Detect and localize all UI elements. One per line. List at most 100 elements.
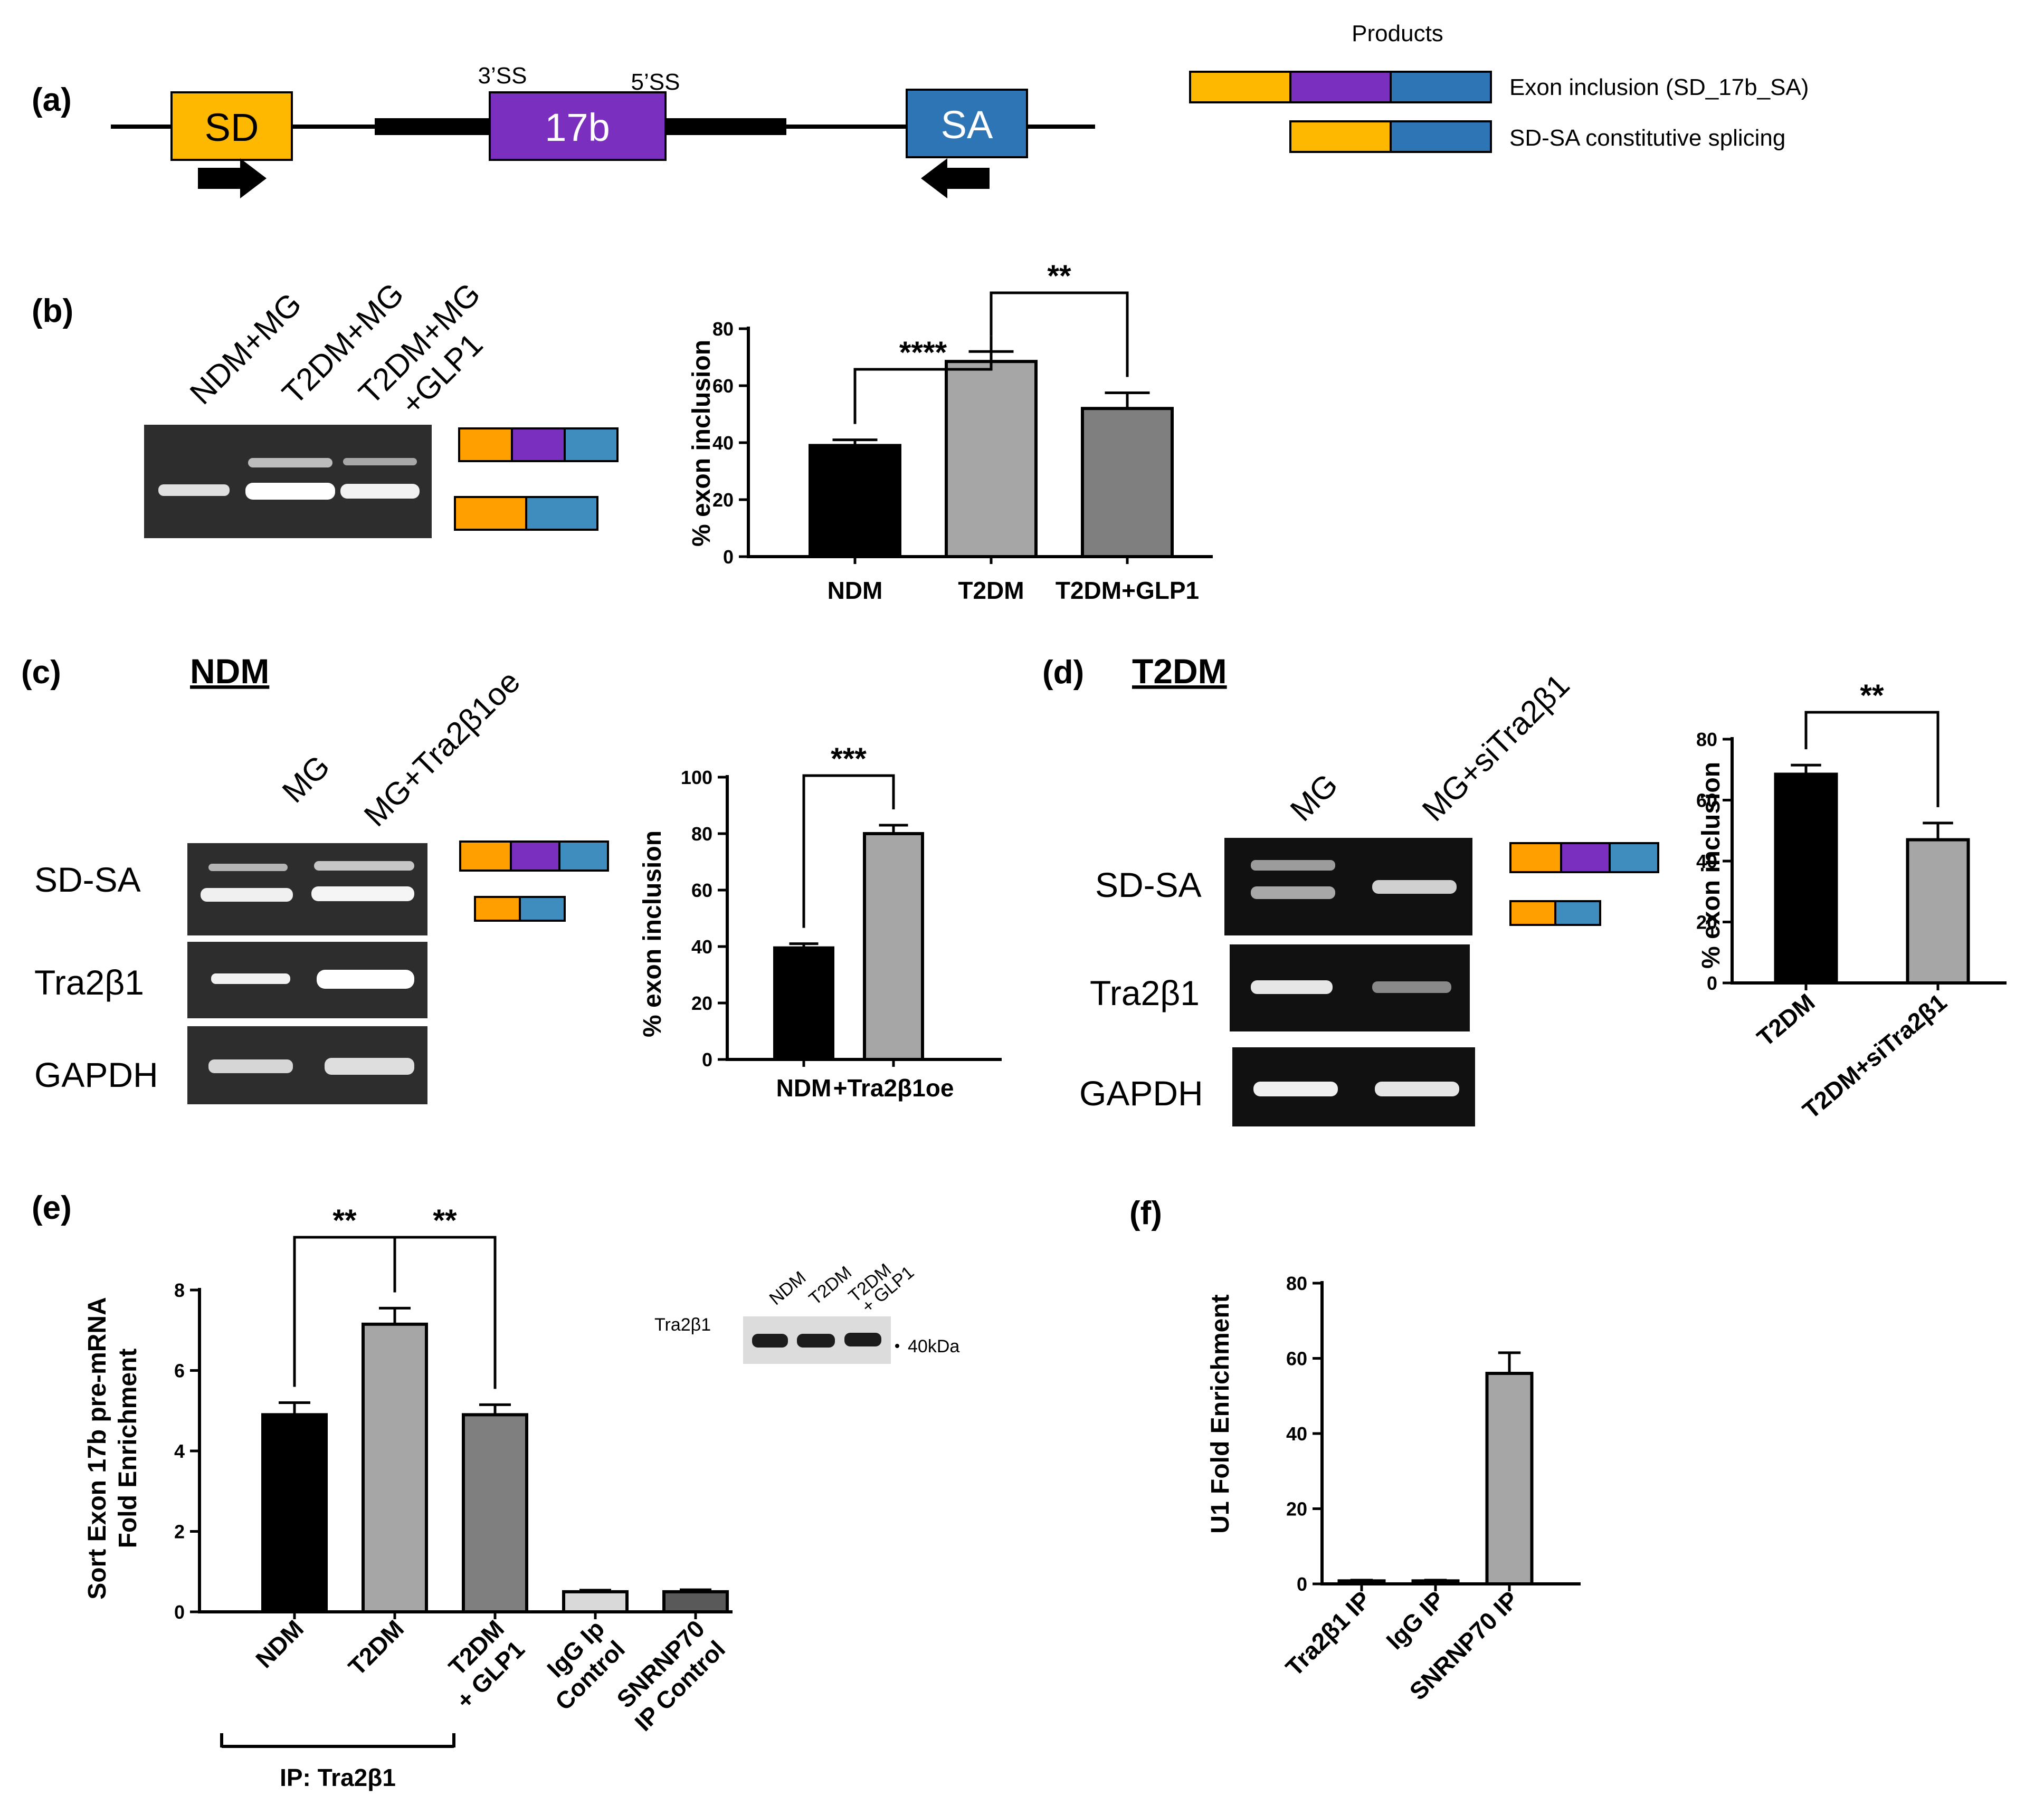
y-tick-label: 40 [1696,851,1717,872]
gel-b-band-t2dm-high [248,458,332,467]
gel-b-band-glp1-low [340,484,420,499]
ss5-label: 5’SS [631,69,680,95]
gel-c-band-gapdh-oe [325,1058,414,1075]
panel-d-group-title: T2DM [1132,652,1227,691]
panel-a: (a) SD 17b SA 3’SS 5’SS Products Exon in… [32,21,1809,198]
category-label: IgG IpControl [529,1615,630,1715]
y-axis-label: % exon inclusion [1697,762,1725,969]
y-axis-label: Fold Enrichment [114,1349,142,1549]
gel-b-legend-con-sa [525,496,598,531]
gel-b-band-glp1-high [343,458,417,465]
panel-c-group-title: NDM [190,652,269,691]
gel-d-legend-inc-sd [1509,842,1562,873]
category-label: SNRNP70IP Control [609,1615,730,1736]
gel-c-legend-inc-sd [459,840,512,872]
gel-c-row-tra2: Tra2β1 [34,963,144,1002]
gel-c-legend-inc-sa [558,840,609,872]
category-label: NDM [776,1074,832,1102]
bar [362,1322,428,1613]
gel-c-band-mg-high [208,864,288,871]
y-tick-label: 0 [174,1601,185,1623]
product-constitutive-sa [1390,120,1492,153]
exon-sa-box [906,89,1028,158]
category-label: T2DM+ GLP1 [430,1615,530,1714]
significance-label: ** [433,1203,457,1238]
bar [662,1590,729,1613]
blot-band-ndm [752,1334,788,1348]
gel-c-band-gapdh-mg [208,1059,293,1073]
category-label: NDM [828,577,883,604]
gel-d-legend-con-sa [1554,900,1601,926]
significance-label: *** [831,742,867,776]
panel-e-label: (e) [32,1190,72,1226]
significance-bracket [990,291,1129,377]
y-tick-label: 20 [712,489,734,511]
bar [1906,838,1970,985]
ss3-label: 3’SS [478,63,527,89]
gel-d-legend-inc-17b [1560,842,1611,873]
gel-c-legend-inc-17b [510,840,560,872]
panel-b-label: (b) [32,293,73,329]
panel-d: (d) T2DM MG MG+siTra2β1 SD-SA Tra2β1 GAP… [1042,652,2007,1126]
gel-b-legend-inc-17b [511,427,566,462]
blot-marker-label: 40kDa [908,1336,959,1356]
category-label-line: T2DM [343,1615,409,1680]
lane-c-mg-tra2oe: MG+Tra2β1oe [357,664,527,833]
y-tick-label: 20 [1286,1498,1307,1520]
panel-d-label: (d) [1042,654,1084,691]
bar [562,1590,629,1613]
significance-bracket [853,336,993,424]
significance-label: **** [899,336,947,370]
blot-lane-t2dm: T2DM [805,1263,855,1310]
gel-c-legend-con-sd [474,896,521,922]
bar [261,1413,328,1613]
gel-b [144,425,432,538]
gel-d-band-mg-high [1251,860,1335,871]
significance-bracket [393,1236,497,1389]
y-tick-label: 0 [1707,972,1717,994]
gel-d-band-gapdh-mg [1253,1082,1338,1096]
panel-a-label: (a) [32,82,72,118]
gel-d-legend-con-sd [1509,900,1556,926]
gel-b-band-t2dm-low [245,483,335,500]
lane-c-mg: MG [275,748,337,809]
y-tick-label: 0 [723,546,734,568]
gel-c-band-mg-low [201,888,293,902]
bar [1485,1372,1534,1585]
significance-label: ** [332,1203,357,1238]
y-tick-label: 60 [691,880,712,901]
gel-d-row-gapdh: GAPDH [1079,1074,1203,1113]
category-label-line: T2DM [1752,988,1820,1052]
y-tick-label: 4 [174,1440,185,1462]
category-label: +Tra2β1oe [833,1074,954,1102]
gel-c-row-sdsa: SD-SA [34,860,141,899]
gel-d-band-tra2-mg [1251,980,1333,994]
category-label-line: IgG IP [1381,1585,1450,1655]
gel-d-band-tra2-si [1372,981,1451,993]
category-label: IgG IP [1381,1585,1450,1655]
bar [1774,772,1838,985]
category-label-line: Tra2β1 IP [1280,1585,1376,1681]
gel-c-band-oe-low [311,886,414,901]
y-tick-label: 0 [1297,1573,1307,1595]
blot-band-glp1 [844,1333,881,1346]
blot-band-t2dm [797,1334,835,1348]
y-tick-label: 80 [1286,1273,1307,1294]
y-axis-label: % exon inclusion [639,830,667,1037]
gel-c-band-tra2-mg [211,973,290,984]
y-tick-label: 60 [1286,1348,1307,1370]
category-label: T2DM [343,1615,409,1680]
significance-bracket [802,774,895,928]
exon-17b-label: 17b [545,106,610,149]
y-tick-label: 6 [174,1360,185,1382]
category-label: T2DM [1752,988,1820,1052]
bar [945,360,1038,558]
gel-b-legend-con-sd [454,496,527,531]
gel-b-band-ndm-low [158,484,230,496]
category-label-line: NDM [250,1615,309,1673]
reverse-primer-arrow [921,158,990,198]
